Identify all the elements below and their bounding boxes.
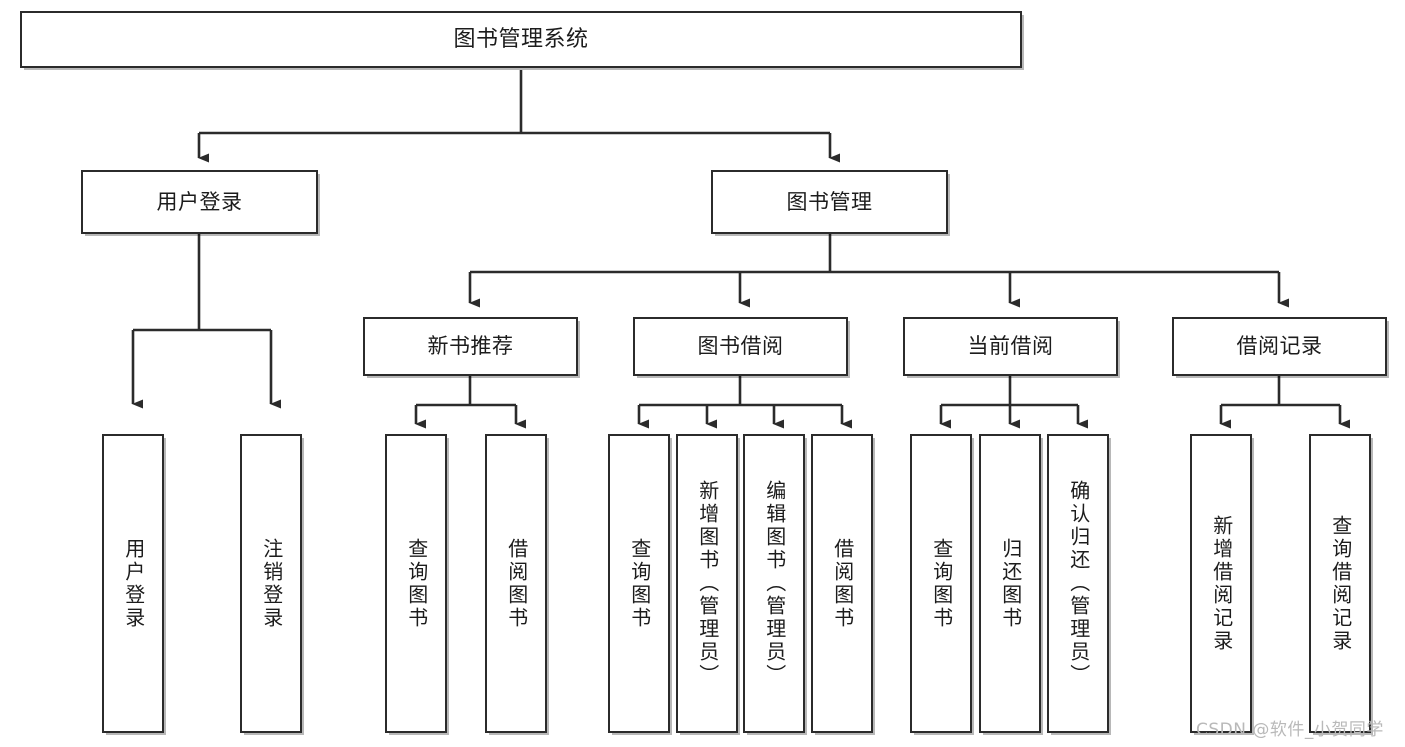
- node-label: 新增图书（管理员）: [695, 480, 720, 687]
- node-label: 查询图书: [627, 537, 652, 630]
- node-user-login[interactable]: 用户登录: [81, 170, 318, 234]
- leaf-borrow-record-query[interactable]: 查询借阅记录: [1309, 434, 1371, 733]
- node-label: 图书借阅: [697, 334, 784, 359]
- edge-group-new-book-recommend: [414, 376, 526, 429]
- edge-group-user-login: [131, 234, 281, 409]
- node-borrow-record[interactable]: 借阅记录: [1172, 317, 1387, 376]
- leaf-borrow-record-add[interactable]: 新增借阅记录: [1190, 434, 1252, 733]
- leaf-book-borrow-query[interactable]: 查询图书: [608, 434, 670, 733]
- leaf-current-borrow-query[interactable]: 查询图书: [910, 434, 972, 733]
- node-label: 新增借阅记录: [1209, 514, 1234, 653]
- edge-group-book-management: [468, 234, 1289, 308]
- leaf-book-borrow-borrow[interactable]: 借阅图书: [811, 434, 873, 733]
- leaf-book-borrow-edit[interactable]: 编辑图书（管理员）: [743, 434, 805, 733]
- node-current-borrow[interactable]: 当前借阅: [903, 317, 1118, 376]
- node-new-book-recommend[interactable]: 新书推荐: [363, 317, 578, 376]
- leaf-new-book-query[interactable]: 查询图书: [385, 434, 447, 733]
- node-label: 查询图书: [404, 537, 429, 630]
- node-root-book-management-system[interactable]: 图书管理系统: [20, 11, 1022, 68]
- node-label: 归还图书: [998, 537, 1023, 630]
- node-label: 图书管理: [786, 189, 873, 214]
- node-label: 新书推荐: [427, 334, 514, 359]
- node-label: 借阅记录: [1236, 334, 1323, 359]
- node-label: 借阅图书: [830, 537, 855, 630]
- node-label: 用户登录: [156, 189, 243, 214]
- node-book-borrow[interactable]: 图书借阅: [633, 317, 848, 376]
- edge-group-book-borrow: [637, 376, 852, 429]
- node-label: 查询图书: [929, 537, 954, 630]
- leaf-new-book-borrow[interactable]: 借阅图书: [485, 434, 547, 733]
- node-label: 注销登录: [259, 537, 284, 630]
- leaf-user-login-logout[interactable]: 注销登录: [240, 434, 302, 733]
- node-label: 确认归还（管理员）: [1066, 480, 1091, 687]
- node-book-management[interactable]: 图书管理: [711, 170, 948, 234]
- edge-group-borrow-record: [1219, 376, 1350, 429]
- node-label: 图书管理系统: [453, 26, 589, 52]
- edge-group-root: [197, 70, 840, 163]
- leaf-user-login-login[interactable]: 用户登录: [102, 434, 164, 733]
- leaf-current-borrow-confirm[interactable]: 确认归还（管理员）: [1047, 434, 1109, 733]
- node-label: 编辑图书（管理员）: [762, 480, 787, 687]
- node-label: 当前借阅: [967, 334, 1054, 359]
- node-label: 用户登录: [121, 537, 146, 630]
- node-label: 查询借阅记录: [1328, 514, 1353, 653]
- node-label: 借阅图书: [504, 537, 529, 630]
- leaf-book-borrow-add[interactable]: 新增图书（管理员）: [676, 434, 738, 733]
- leaf-current-borrow-return[interactable]: 归还图书: [979, 434, 1041, 733]
- edge-group-current-borrow: [939, 376, 1088, 429]
